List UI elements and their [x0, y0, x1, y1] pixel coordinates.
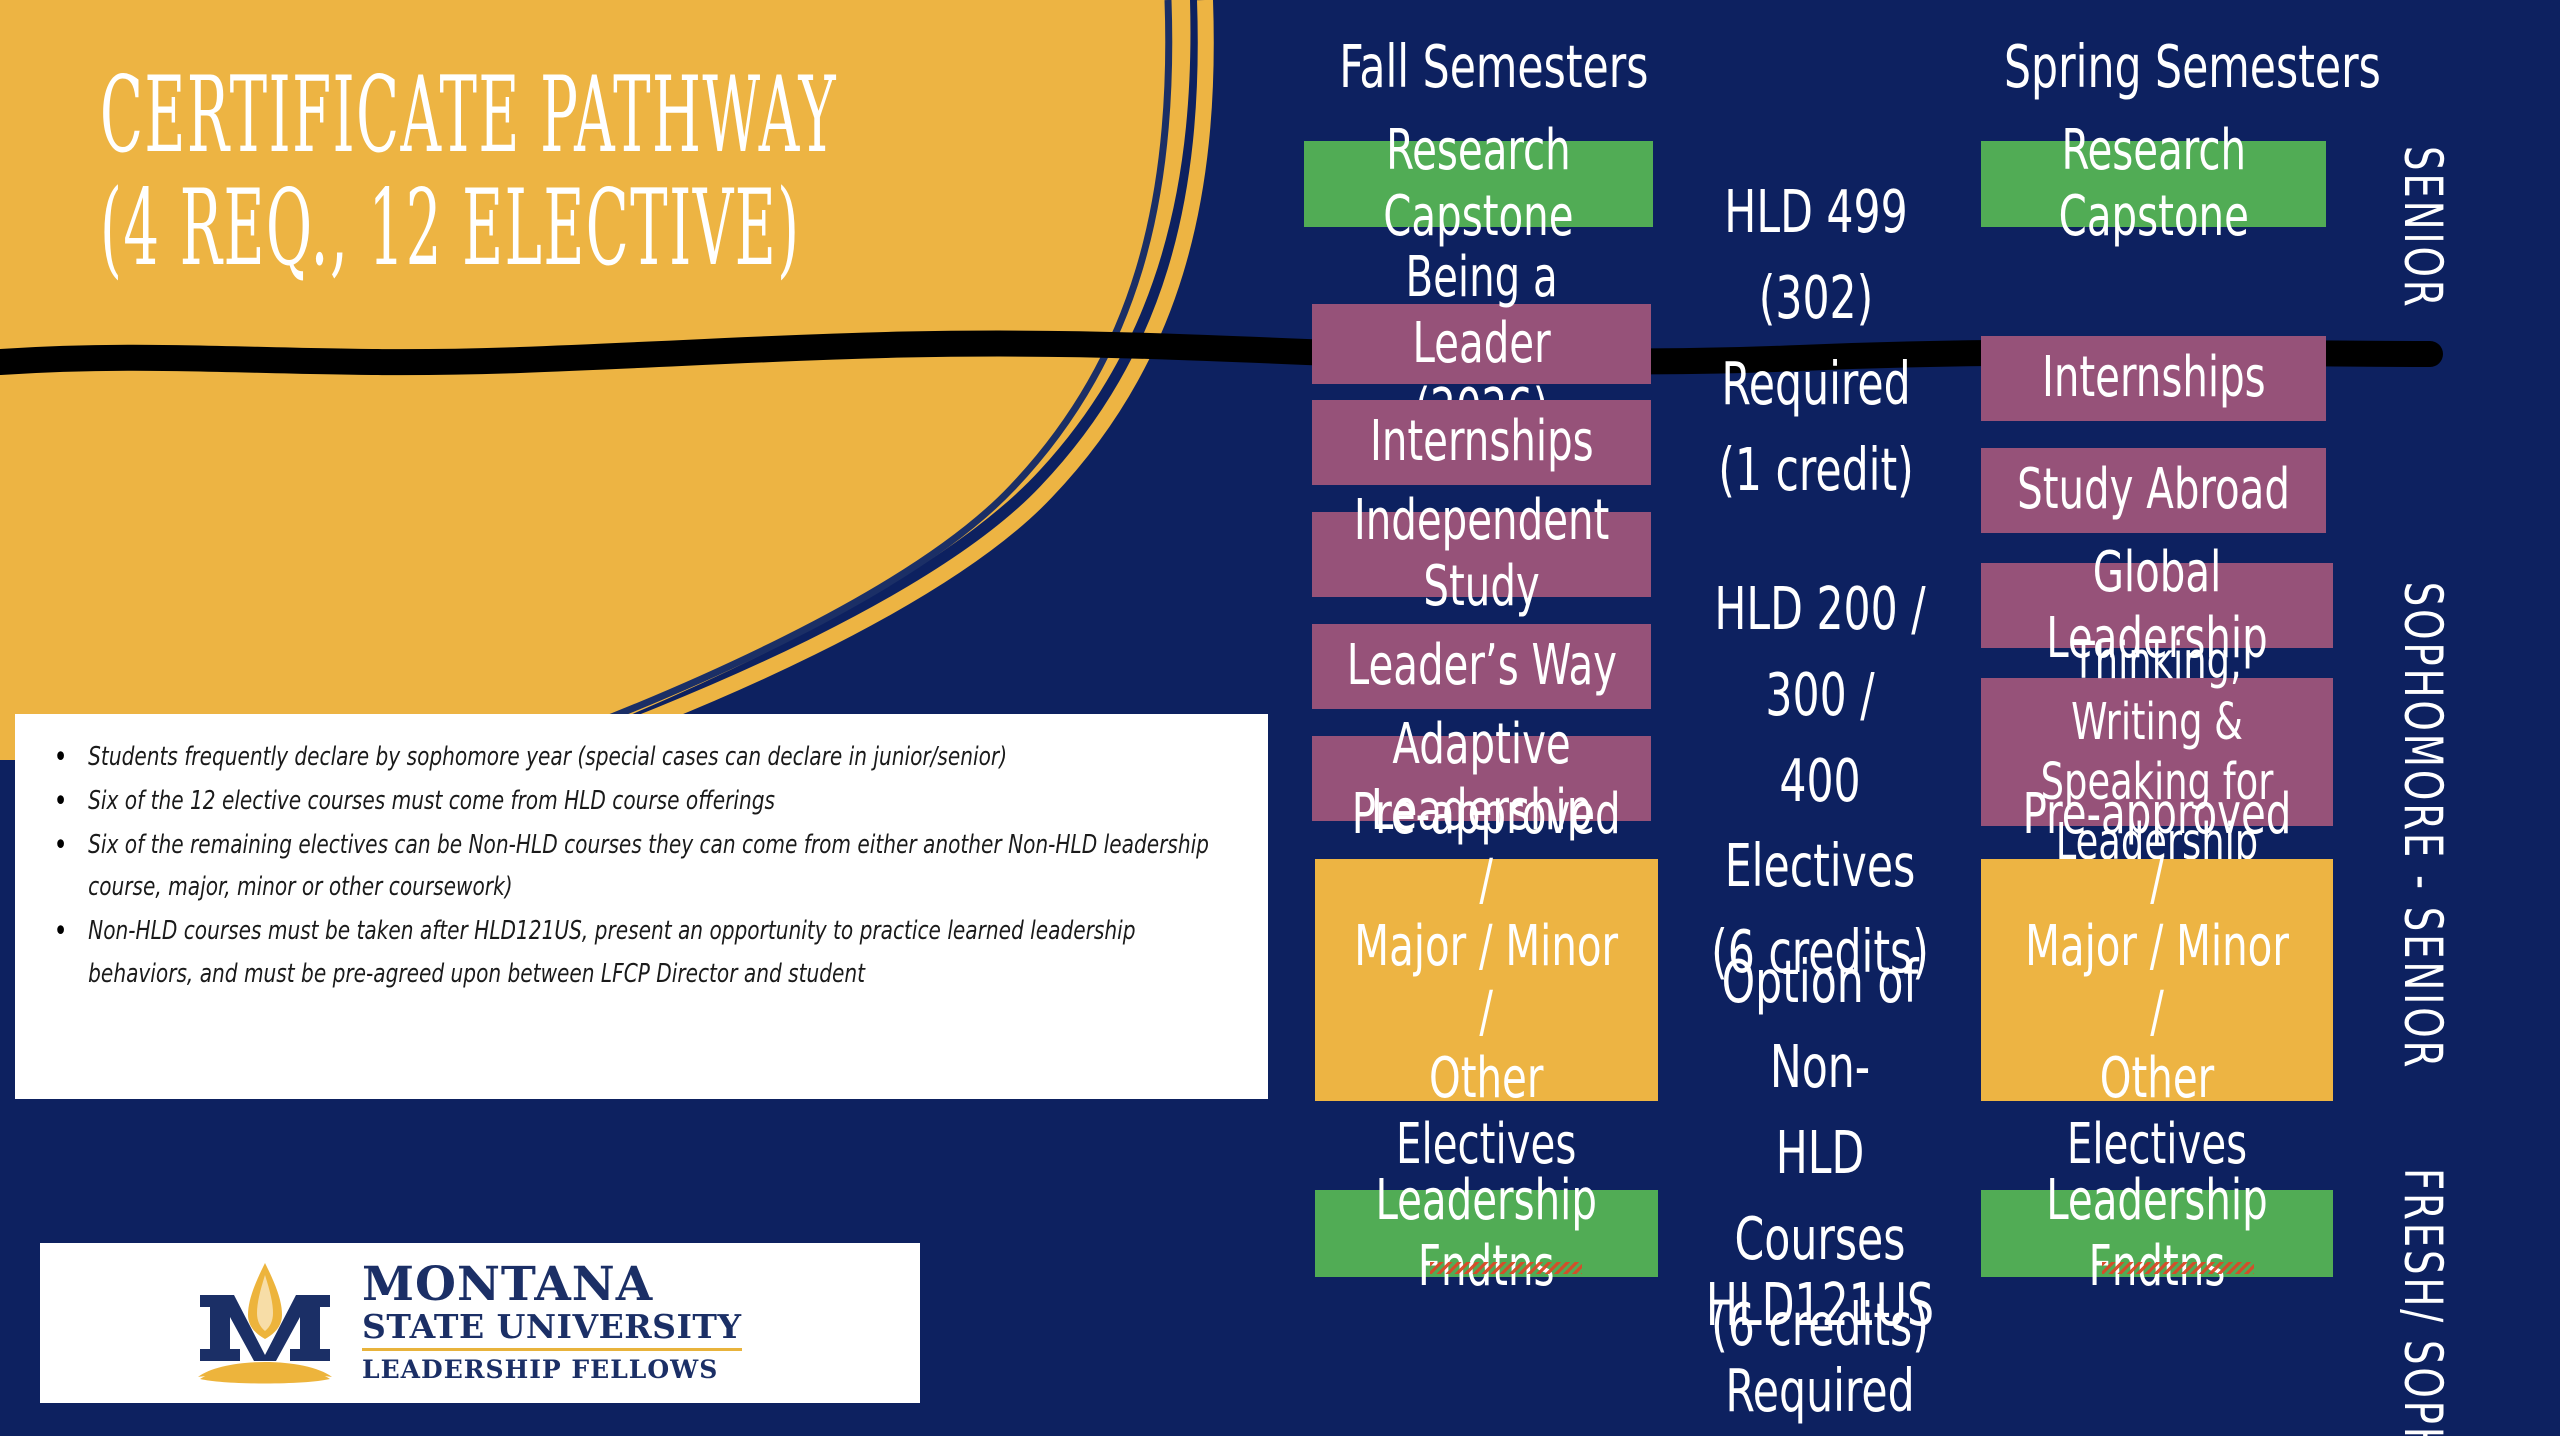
title-line-2: (4 REQ., 12 ELECTIVE)	[100, 168, 801, 290]
course-box-spring-preapproved-electives[interactable]: Pre-approved / Major / Minor / Other Ele…	[1980, 782, 2333, 1177]
course-label: Research Capstone	[2058, 117, 2249, 249]
course-box-spring-internships[interactable]: Internships	[1980, 336, 2327, 421]
course-label: Internships	[1369, 409, 1594, 475]
course-label: Pre-approved / Major / Minor / Other Ele…	[2022, 781, 2292, 1178]
year-label-sophomore-senior: SOPHOMORE - SENIOR	[2392, 581, 2453, 1071]
course-label: Leadership Fndtns	[2046, 1167, 2268, 1299]
course-label: Adaptive Leadership	[1370, 712, 1593, 844]
logo-line-leadership-fellows: LEADERSHIP FELLOWS	[362, 1354, 719, 1384]
bullet-list: Students frequently declare by sophomore…	[43, 734, 1230, 995]
course-label: Global Leadership	[2046, 539, 2268, 671]
spellcheck-underline-spring	[2102, 1262, 2255, 1274]
course-label: Leadership Fndtns	[1375, 1167, 1598, 1299]
course-box-fall-preapproved-electives[interactable]: Pre-approved / Major / Minor / Other Ele…	[1315, 782, 1658, 1177]
course-box-fall-independent-study[interactable]: Independent Study	[1312, 488, 1652, 619]
course-box-spring-research-capstone[interactable]: Research Capstone	[1980, 118, 2327, 249]
msu-logo-card: MONTANA STATE UNIVERSITY LEADERSHIP FELL…	[40, 1243, 920, 1403]
course-box-spring-study-abroad[interactable]: Study Abroad	[1980, 448, 2327, 533]
course-label: Leader’s Way	[1346, 633, 1617, 699]
course-box-fall-research-capstone[interactable]: Research Capstone	[1304, 118, 1653, 249]
course-box-fall-leadership-fndtns[interactable]: Leadership Fndtns	[1315, 1168, 1658, 1299]
requirement-note-hld499: HLD 499 (302) Required (1 credit)	[1718, 177, 1914, 504]
msu-logo-wordmark: MONTANA STATE UNIVERSITY LEADERSHIP FELL…	[362, 1261, 742, 1385]
logo-line-state-university: STATE UNIVERSITY	[362, 1307, 742, 1351]
requirement-note-hld-electives: HLD 200 / 300 / 400 Electives (6 credits…	[1711, 573, 1929, 987]
notes-card: Students frequently declare by sophomore…	[15, 714, 1268, 1099]
course-box-fall-internships[interactable]: Internships	[1312, 400, 1652, 485]
list-item: Students frequently declare by sophomore…	[54, 734, 1230, 783]
yellow-blob-decoration	[0, 0, 1214, 760]
requirement-note-hld121us: HLD121US Required (3 credits)	[1705, 1269, 1935, 1425]
msu-m-flame-logo-icon	[190, 1261, 340, 1385]
column-header-fall: Fall Semesters	[1339, 32, 1649, 101]
year-label-fresh-soph: FRESH/ SOPH	[2392, 1167, 2453, 1436]
course-box-fall-adaptive-leadership[interactable]: Adaptive Leadership	[1312, 712, 1652, 843]
course-box-fall-leaders-way[interactable]: Leader’s Way	[1312, 624, 1652, 709]
logo-line-montana: MONTANA	[362, 1256, 654, 1312]
column-header-spring: Spring Semesters	[2004, 32, 2381, 101]
course-box-fall-being-a-leader[interactable]: Being a Leader (2026)	[1312, 245, 1652, 442]
year-label-senior: SENIOR	[2392, 145, 2453, 310]
course-box-spring-global-leadership[interactable]: Global Leadership	[1980, 540, 2333, 671]
list-item: Non-HLD courses must be taken after HLD1…	[54, 908, 1230, 994]
list-item: Six of the remaining electives can be No…	[54, 822, 1230, 908]
course-label: Pre-approved / Major / Minor / Other Ele…	[1351, 781, 1621, 1178]
requirement-note-non-hld: Option of Non- HLD Courses (6 credits)	[1711, 946, 1929, 1360]
course-label: Research Capstone	[1383, 117, 1574, 249]
title-line-1: CERTIFICATE PATHWAY	[100, 55, 838, 177]
course-label: Study Abroad	[2017, 457, 2291, 523]
list-item: Six of the 12 elective courses must come…	[54, 778, 1230, 827]
spellcheck-underline-fall	[1430, 1262, 1583, 1274]
course-label: Internships	[2041, 345, 2266, 411]
page-title: CERTIFICATE PATHWAY (4 REQ., 12 ELECTIVE…	[100, 55, 1120, 290]
course-box-spring-thinking-writing-speaking[interactable]: Thinking, Writing & Speaking for Leaders…	[1980, 631, 2333, 872]
course-label: Independent Study	[1353, 488, 1610, 620]
course-label: Thinking, Writing & Speaking for Leaders…	[2040, 631, 2274, 873]
